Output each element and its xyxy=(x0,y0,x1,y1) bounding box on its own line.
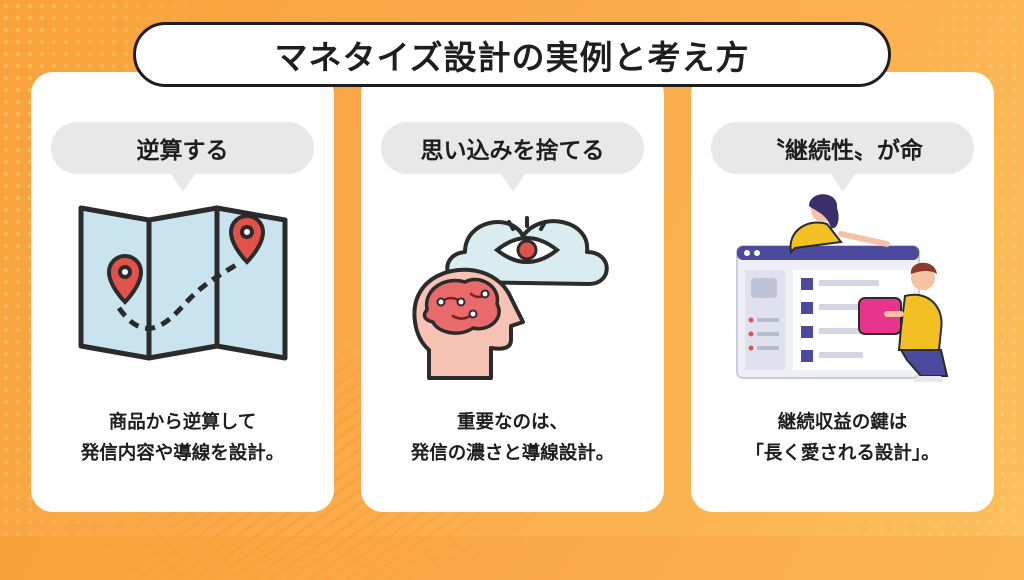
people-dashboard-icon xyxy=(736,194,949,382)
card-continuity: 〝継続性〟が命 継続収益の鍵は 「長く愛される設計」。 xyxy=(691,72,994,512)
page-title: マネタイズ設計の実例と考え方 xyxy=(133,22,891,87)
card-discard-assumptions: 思い込みを捨てる 重要なのは、 発信の濃さと導線設計。 xyxy=(361,72,664,512)
caption-line-1: 重要なのは、 xyxy=(456,412,568,433)
card-caption: 継続収益の鍵は 「長く愛される設計」。 xyxy=(691,407,994,469)
caption-line-1: 商品から逆算して xyxy=(108,412,257,433)
card-heading-bubble: 逆算する xyxy=(51,122,314,192)
caption-line-2: 発信内容や導線を設計。 xyxy=(80,443,285,464)
card-caption: 商品から逆算して 発信内容や導線を設計。 xyxy=(31,407,334,469)
card-heading-bubble: 思い込みを捨てる xyxy=(381,122,644,192)
brain-eye-cloud-icon xyxy=(412,216,609,380)
caption-line-2: 発信の濃さと導線設計。 xyxy=(410,443,615,464)
card-heading: 逆算する xyxy=(136,138,229,164)
card-heading: 〝継続性〟が命 xyxy=(762,138,923,164)
card-caption: 重要なのは、 発信の濃さと導線設計。 xyxy=(361,407,664,469)
map-route-icon xyxy=(78,205,288,361)
card-reverse-planning: 逆算する 商品から逆算して 発信内容や導線を設計。 xyxy=(31,72,334,512)
page-title-text: マネタイズ設計の実例と考え方 xyxy=(274,37,750,77)
card-heading: 思い込みを捨てる xyxy=(420,138,605,164)
caption-line-2: 「長く愛される設計」。 xyxy=(745,443,940,464)
card-heading-bubble: 〝継続性〟が命 xyxy=(711,122,974,192)
caption-line-1: 継続収益の鍵は xyxy=(777,412,908,433)
